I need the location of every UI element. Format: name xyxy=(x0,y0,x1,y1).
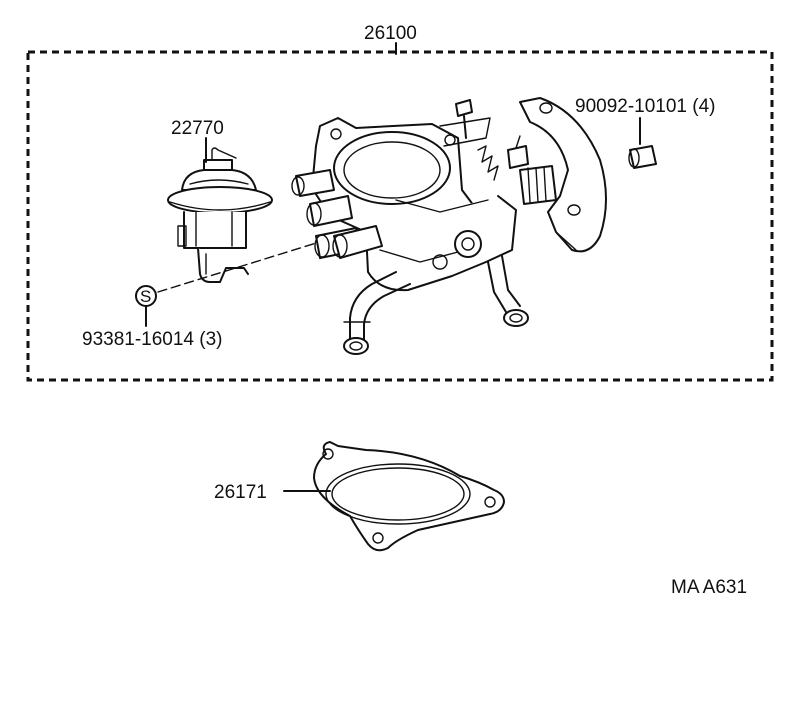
assembly-label-26100: 26100 xyxy=(364,23,417,44)
screw-dash-line xyxy=(157,239,327,293)
part-label-26171: 26171 xyxy=(214,482,267,503)
assembly-boundary xyxy=(26,50,774,382)
gasket-drawing xyxy=(313,441,505,552)
nut-drawing xyxy=(628,145,657,169)
part-label-93381-16014: 93381-16014 (3) xyxy=(82,329,223,350)
vacuum-actuator-drawing xyxy=(167,147,273,283)
figure-code: MA A631 xyxy=(671,577,747,598)
part-label-90092-10101: 90092-10101 (4) xyxy=(575,96,716,117)
throttle-body-drawing xyxy=(291,97,607,355)
part-label-22770: 22770 xyxy=(171,118,224,139)
screw-symbol-letter: S xyxy=(140,287,151,306)
